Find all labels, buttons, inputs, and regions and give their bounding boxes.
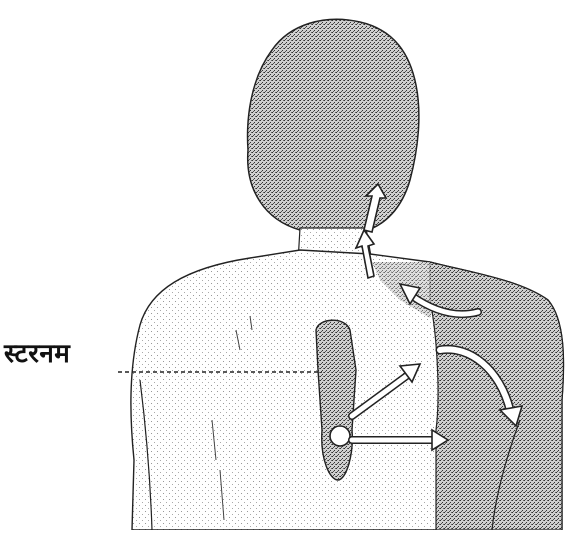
shaded-shoulder-region — [430, 262, 564, 530]
sternum-label: स्टरनम — [4, 334, 70, 370]
sternum-point-circle — [330, 426, 350, 446]
head-shape — [248, 19, 419, 234]
